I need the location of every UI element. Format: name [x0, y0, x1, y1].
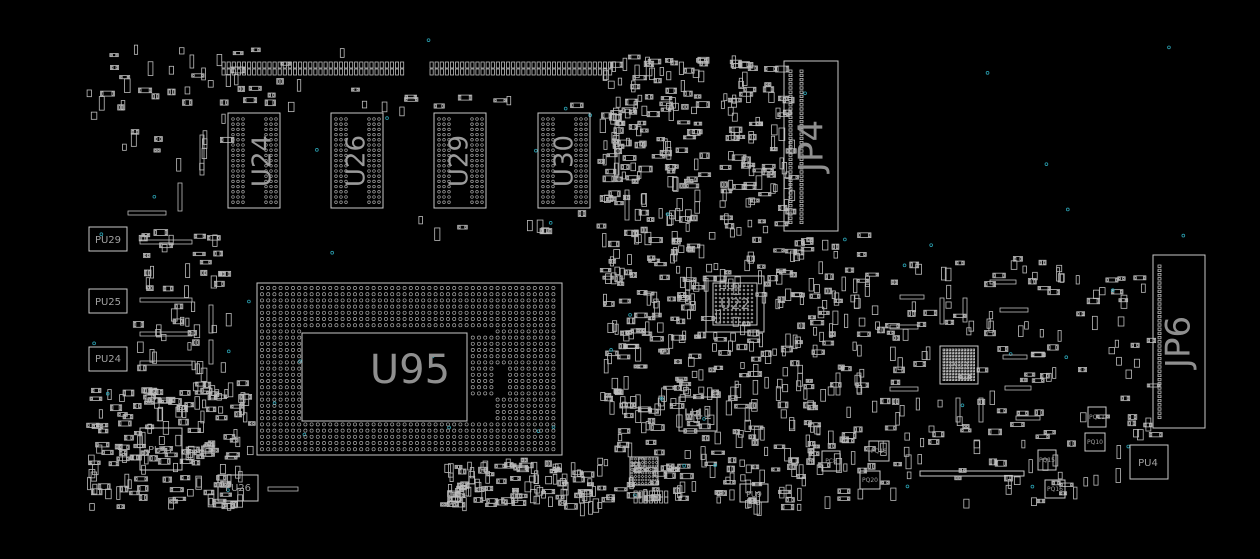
chip-pq16-outline[interactable] — [1044, 479, 1066, 499]
cpu-u95-outline[interactable] — [256, 282, 563, 456]
chip-pu26-outline[interactable] — [217, 474, 259, 502]
label-pu26: PU26 — [225, 483, 251, 494]
chip-pu29-outline[interactable] — [88, 226, 128, 252]
chip-pu9-outline[interactable] — [739, 483, 769, 503]
long-pad-strip — [919, 470, 1025, 477]
chip-pu17-outline[interactable] — [139, 427, 183, 471]
chip-pu25-outline[interactable] — [88, 288, 128, 314]
label-u26: U26 — [342, 135, 372, 187]
label-u41: U41 — [684, 407, 712, 423]
label-pu29: PU29 — [95, 235, 121, 246]
pin-arrays — [127, 61, 1162, 504]
connector-jp4-outline[interactable] — [783, 60, 839, 232]
label-jp4: JP4 — [792, 120, 832, 174]
chip-u26-outline[interactable] — [330, 112, 384, 209]
chip-pu4-outline[interactable] — [1129, 444, 1169, 480]
chip-pc8-outline[interactable] — [821, 450, 841, 472]
designator-labels: U24 U26 U29 U30 JP4 JP6 U95 U22 U41 PU3 … — [95, 120, 1199, 499]
label-pu25: PU25 — [95, 297, 121, 308]
label-pq10: PQ10 — [1087, 439, 1103, 446]
chip-pu24-outline[interactable] — [88, 346, 128, 372]
cpu-u95-die — [301, 332, 468, 422]
label-pq20: PQ20 — [862, 477, 878, 484]
connector-jp6-outline[interactable] — [1152, 254, 1206, 429]
chip-pq11-outline[interactable] — [1087, 406, 1107, 428]
chip-pq20-outline[interactable] — [859, 470, 881, 490]
label-pu9: PU9 — [746, 490, 762, 499]
label-pq16: PQ16 — [1047, 486, 1063, 493]
label-u95: U95 — [370, 347, 450, 393]
chip-pq18-outline[interactable] — [868, 440, 890, 462]
label-pu17: PU17 — [148, 445, 174, 456]
label-pq18: PQ18 — [871, 448, 887, 455]
label-u29: U29 — [445, 135, 475, 187]
chip-pq10-outline[interactable] — [1084, 432, 1106, 452]
bga-block-outline — [629, 456, 659, 486]
label-u30: U30 — [550, 135, 580, 187]
chip-pq15-outline[interactable] — [1037, 449, 1057, 471]
chip-u24-outline[interactable] — [227, 112, 281, 209]
chip-u22-inner — [712, 282, 758, 326]
chip-u30-outline[interactable] — [537, 112, 591, 209]
label-pq15: PQ15 — [1039, 457, 1055, 464]
major-components — [88, 60, 1206, 503]
label-pq11: PQ11 — [1089, 414, 1105, 421]
chip-u41-outline[interactable] — [678, 396, 718, 432]
label-u24: U24 — [248, 135, 278, 187]
label-u22: U22 — [720, 295, 750, 313]
label-jp6: JP6 — [1159, 316, 1199, 370]
label-pu24: PU24 — [95, 354, 121, 365]
smd-component-field — [86, 38, 1186, 517]
chip-u22-outline[interactable] — [705, 275, 765, 333]
label-pc8: PC8 — [825, 458, 837, 465]
label-pu3: PU3 — [949, 361, 969, 372]
label-pu4: PU4 — [1138, 458, 1158, 469]
chip-u29-outline[interactable] — [433, 112, 487, 209]
chip-pu3-outline[interactable] — [939, 345, 979, 385]
